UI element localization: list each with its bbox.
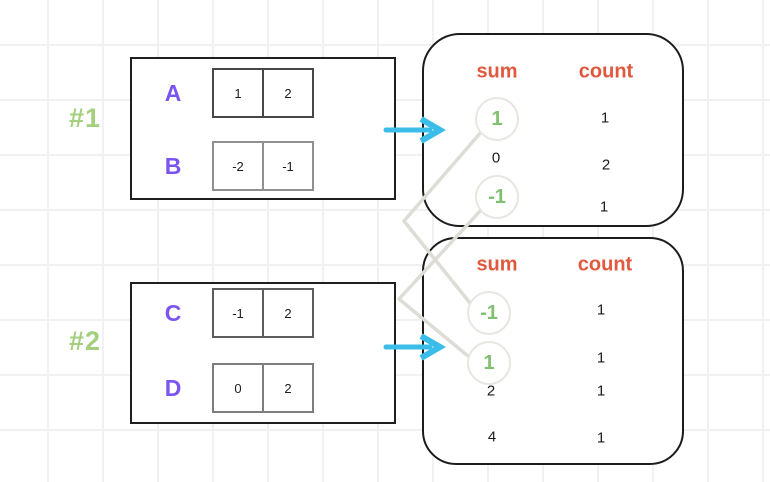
count-value: 1	[596, 349, 606, 367]
example-2-label: #2	[69, 326, 102, 356]
array-c-cells: -1 2	[212, 288, 314, 338]
circled-sum: -1	[467, 291, 511, 335]
array-c-cell-0: -1	[212, 288, 264, 338]
array-d-cells: 0 2	[212, 363, 314, 413]
array-c-cell-1: 2	[262, 288, 314, 338]
sum-header-1: sum	[476, 60, 518, 83]
array-label-b: B	[164, 153, 182, 179]
sum-header-2: sum	[476, 253, 518, 276]
count-value: 2	[601, 156, 611, 174]
array-label-a: A	[164, 80, 182, 106]
array-b-cells: -2 -1	[212, 141, 314, 191]
count-header-1: count	[578, 60, 634, 83]
array-d-cell-0: 0	[212, 363, 264, 413]
circled-sum: 1	[467, 341, 511, 385]
array-b-cell-0: -2	[212, 141, 264, 191]
count-value: 1	[600, 109, 610, 127]
array-label-d: D	[164, 375, 182, 401]
example-1-label: #1	[69, 103, 102, 133]
count-value: 1	[599, 198, 609, 216]
array-a-cell-1: 2	[262, 68, 314, 118]
sum-value: 0	[491, 149, 501, 167]
count-header-2: count	[577, 253, 633, 276]
count-value: 1	[596, 429, 606, 447]
circled-sum: -1	[475, 175, 519, 219]
array-a-cells: 1 2	[212, 68, 314, 118]
sum-value: 2	[486, 382, 496, 400]
array-d-cell-1: 2	[262, 363, 314, 413]
array-label-c: C	[164, 300, 182, 326]
result-box-1	[422, 33, 684, 227]
array-a-cell-0: 1	[212, 68, 264, 118]
count-value: 1	[596, 301, 606, 319]
array-b-cell-1: -1	[262, 141, 314, 191]
result-box-2	[422, 237, 684, 465]
sum-value: 4	[487, 428, 497, 446]
circled-sum: 1	[475, 97, 519, 141]
count-value: 1	[596, 382, 606, 400]
